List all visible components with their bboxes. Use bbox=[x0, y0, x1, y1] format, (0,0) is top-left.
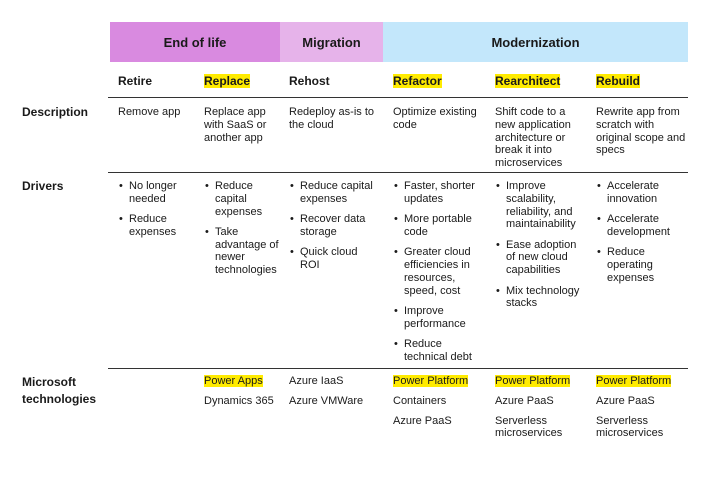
description-cell: Redeploy as-is to the cloud bbox=[289, 106, 374, 131]
description-cell: Optimize existing code bbox=[393, 106, 477, 131]
drivers-list: Reduce capital expensesRecover data stor… bbox=[289, 180, 380, 272]
driver-item: Faster, shorter updates bbox=[393, 180, 482, 206]
technology-label: Azure VMWare bbox=[289, 394, 364, 407]
drivers-list: Accelerate innovationAccelerate developm… bbox=[596, 180, 681, 285]
technology-label: Power Apps bbox=[204, 375, 263, 387]
drivers-cell: Reduce capital expensesTake advantage of… bbox=[204, 180, 281, 285]
driver-item: Quick cloud ROI bbox=[289, 246, 380, 272]
drivers-cell: Improve scalability, reliability, and ma… bbox=[495, 180, 580, 318]
column-header-rehost: Rehost bbox=[289, 74, 330, 88]
column-header-label: Rearchitect bbox=[495, 74, 561, 88]
technology-label: Power Platform bbox=[393, 375, 469, 387]
technologies-cell: Azure IaaS Azure VMWare bbox=[289, 375, 379, 415]
column-header-refactor: Refactor bbox=[393, 74, 442, 88]
phase-end-of-life: End of life bbox=[110, 22, 280, 62]
phase-label: Migration bbox=[302, 34, 361, 50]
technology-label: Azure PaaS bbox=[495, 394, 554, 407]
column-header-label: Refactor bbox=[393, 74, 442, 88]
driver-item: Improve performance bbox=[393, 305, 482, 331]
technology-item: Power Platform bbox=[393, 375, 483, 388]
technology-item: Azure PaaS bbox=[495, 395, 583, 408]
column-header-label: Retire bbox=[118, 74, 153, 88]
drivers-cell: No longer neededReduce expenses bbox=[118, 180, 199, 246]
technology-item: Serverless microservices bbox=[495, 415, 583, 441]
technology-item: Dynamics 365 bbox=[204, 395, 280, 408]
driver-item: Greater cloud efficiencies in resources,… bbox=[393, 246, 482, 297]
column-header-rearchitect: Rearchitect bbox=[495, 74, 561, 88]
driver-item: More portable code bbox=[393, 213, 482, 239]
drivers-cell: Faster, shorter updatesMore portable cod… bbox=[393, 180, 482, 371]
driver-item: Recover data storage bbox=[289, 213, 380, 239]
driver-item: Improve scalability, reliability, and ma… bbox=[495, 180, 580, 231]
technology-label: Dynamics 365 bbox=[204, 394, 274, 407]
drivers-list: Improve scalability, reliability, and ma… bbox=[495, 180, 580, 310]
drivers-list: Reduce capital expensesTake advantage of… bbox=[204, 180, 281, 277]
technology-item: Power Apps bbox=[204, 375, 280, 388]
technology-item: Azure PaaS bbox=[596, 395, 686, 408]
technology-item: Azure PaaS bbox=[393, 415, 483, 428]
row-label-drivers: Drivers bbox=[22, 179, 64, 193]
column-header-label: Replace bbox=[204, 74, 251, 88]
phase-modernization: Modernization bbox=[383, 22, 688, 62]
driver-item: Mix technology stacks bbox=[495, 285, 580, 311]
drivers-cell: Reduce capital expensesRecover data stor… bbox=[289, 180, 380, 279]
column-header-retire: Retire bbox=[118, 74, 152, 88]
driver-item: Accelerate development bbox=[596, 213, 681, 239]
column-header-replace: Replace bbox=[204, 74, 251, 88]
technology-item: Azure IaaS bbox=[289, 375, 379, 388]
technology-label: Azure IaaS bbox=[289, 375, 344, 387]
technology-item: Azure VMWare bbox=[289, 395, 379, 408]
row-label-technologies: Microsoft technologies bbox=[22, 375, 97, 406]
technology-label: Azure PaaS bbox=[596, 394, 655, 407]
column-header-label: Rehost bbox=[289, 74, 330, 88]
driver-item: Reduce capital expenses bbox=[289, 180, 380, 206]
description-cell: Remove app bbox=[118, 106, 181, 118]
technology-item: Power Platform bbox=[495, 375, 583, 388]
technology-label: Power Platform bbox=[495, 375, 571, 387]
drivers-list: No longer neededReduce expenses bbox=[118, 180, 199, 239]
drivers-list: Faster, shorter updatesMore portable cod… bbox=[393, 180, 482, 364]
phase-migration: Migration bbox=[280, 22, 383, 62]
description-cell: Shift code to a new application architec… bbox=[495, 106, 571, 170]
drivers-cell: Accelerate innovationAccelerate developm… bbox=[596, 180, 681, 292]
phase-label: End of life bbox=[163, 34, 227, 50]
phase-label: Modernization bbox=[491, 34, 580, 50]
row-label-description: Description bbox=[22, 105, 89, 119]
driver-item: No longer needed bbox=[118, 180, 199, 206]
row-divider bbox=[108, 172, 688, 173]
driver-item: Accelerate innovation bbox=[596, 180, 681, 206]
row-divider bbox=[108, 368, 688, 369]
technology-item: Serverless microservices bbox=[596, 415, 686, 441]
driver-item: Reduce operating expenses bbox=[596, 246, 681, 284]
technology-label: Power Platform bbox=[596, 375, 672, 387]
column-header-label: Rebuild bbox=[596, 74, 640, 88]
driver-item: Reduce expenses bbox=[118, 213, 199, 239]
driver-item: Reduce capital expenses bbox=[204, 180, 281, 218]
driver-item: Take advantage of newer technologies bbox=[204, 226, 281, 277]
technology-label: Serverless microservices bbox=[596, 414, 664, 440]
technology-label: Serverless microservices bbox=[495, 414, 563, 440]
technology-label: Containers bbox=[393, 394, 447, 407]
column-header-rebuild: Rebuild bbox=[596, 74, 640, 88]
technology-item: Containers bbox=[393, 395, 483, 408]
row-divider bbox=[108, 97, 688, 98]
description-cell: Rewrite app from scratch with original s… bbox=[596, 106, 686, 157]
driver-item: Reduce technical debt bbox=[393, 338, 482, 364]
driver-item: Ease adoption of new cloud capabilities bbox=[495, 239, 580, 277]
technology-label: Azure PaaS bbox=[393, 414, 452, 427]
description-cell: Replace app with SaaS or another app bbox=[204, 106, 267, 144]
technology-item: Power Platform bbox=[596, 375, 686, 388]
